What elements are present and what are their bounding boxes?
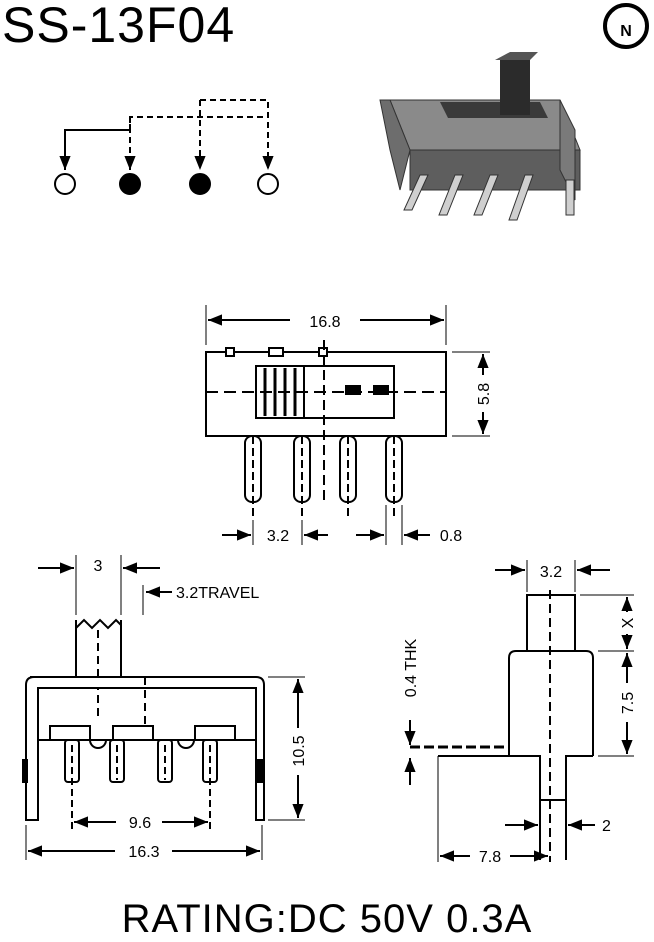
dim-x-label: X (620, 617, 637, 628)
dim-top-height: 5.8 (476, 383, 493, 405)
logo-letter: N (620, 23, 632, 40)
dim-end-top-width: 3.2 (540, 564, 562, 581)
brand-logo: N (603, 3, 649, 49)
contact-filled (189, 173, 211, 195)
part-number-title: SS-13F04 (2, 0, 236, 53)
dim-thickness: 0.4 THK (403, 638, 420, 697)
side-view (22, 555, 305, 860)
switch-3d-illustration (379, 52, 581, 221)
top-view (205, 305, 490, 545)
switch-schematic (54, 99, 279, 195)
dim-top-width: 16.8 (309, 314, 340, 331)
contact-open (54, 173, 76, 195)
end-view (404, 560, 634, 862)
rating-text: RATING:DC 50V 0.3A (121, 897, 533, 941)
dim-end-pin: 2 (602, 818, 611, 835)
dim-pin-width: 0.8 (440, 528, 462, 545)
dim-travel: 3.2TRAVEL (176, 585, 259, 602)
contact-open (257, 173, 279, 195)
dim-end-width: 7.8 (479, 849, 501, 866)
dim-side-height: 10.5 (291, 735, 308, 766)
dim-body-width: 16.3 (128, 844, 159, 861)
dim-end-height: 7.5 (620, 692, 637, 714)
dim-actuator-width: 3 (94, 558, 103, 575)
dim-pin-pitch: 3.2 (267, 528, 289, 545)
dim-pin-span: 9.6 (129, 815, 151, 832)
contact-filled (119, 173, 141, 195)
